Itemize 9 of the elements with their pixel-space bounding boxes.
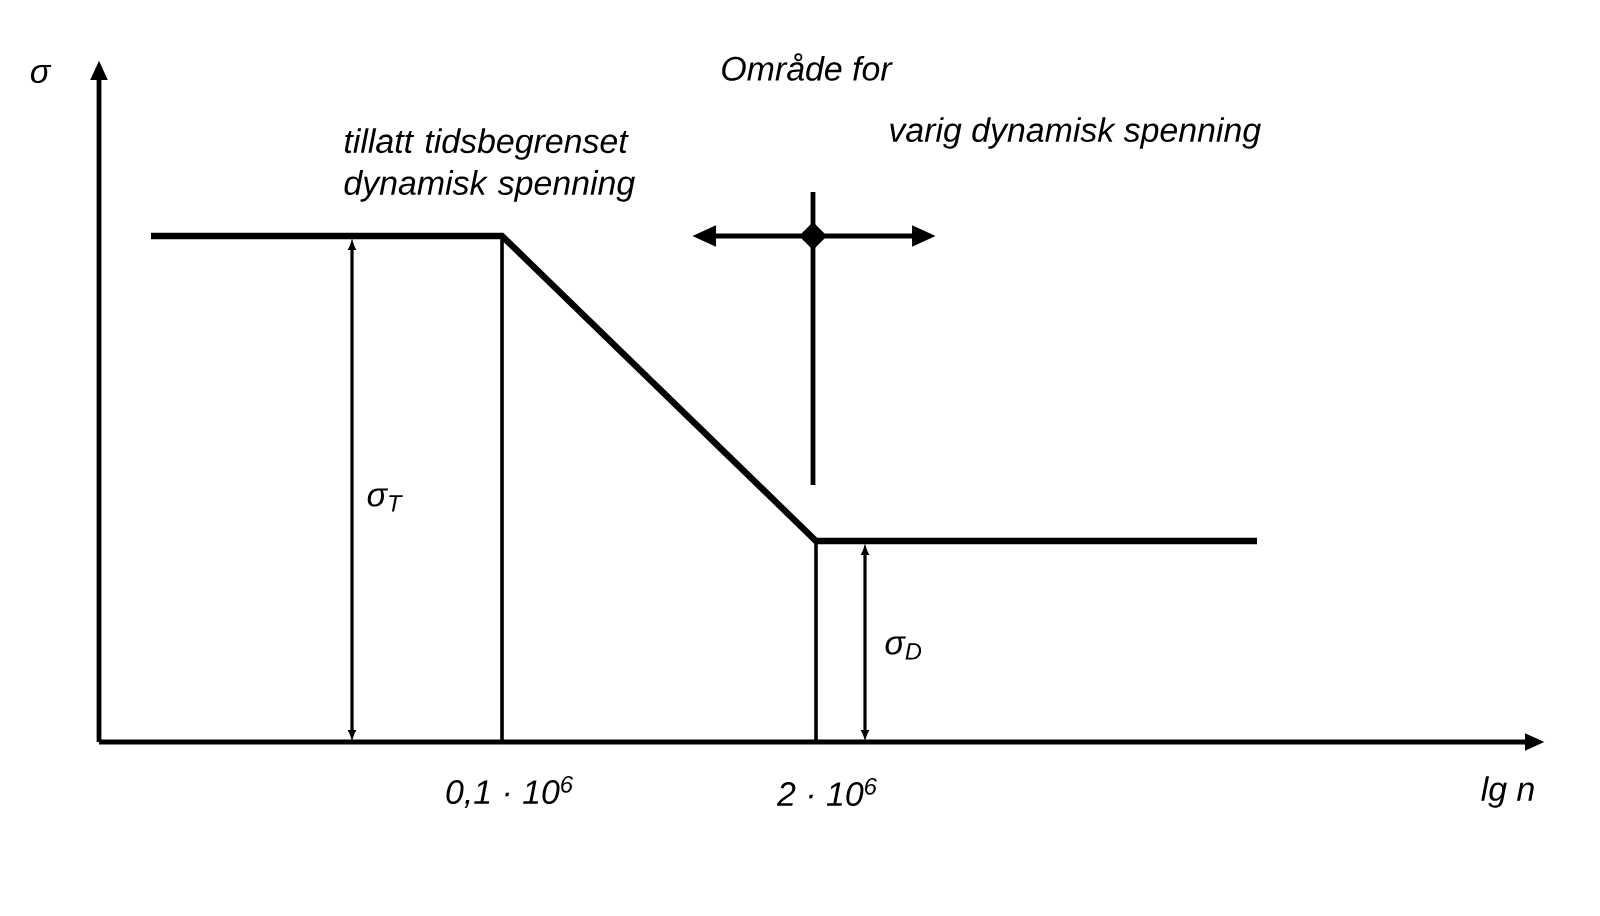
dimension-label: σ$_{D}$ [885,636,922,660]
tick-label: 2 · 10$^{6}$ [776,777,877,807]
region-label: varig dynamisk spenning [890,117,1261,149]
tick-label: 0,1 · 10$^{6}$ [446,775,574,809]
axis-label: lg n [1481,776,1534,808]
axis-label: σ [30,64,52,84]
region-label: tillatt tidsbegrenset dynamisk spenning [344,128,635,202]
dimension-label: σ$_{T}$ [367,488,403,512]
region-heading: Område for [722,53,893,81]
